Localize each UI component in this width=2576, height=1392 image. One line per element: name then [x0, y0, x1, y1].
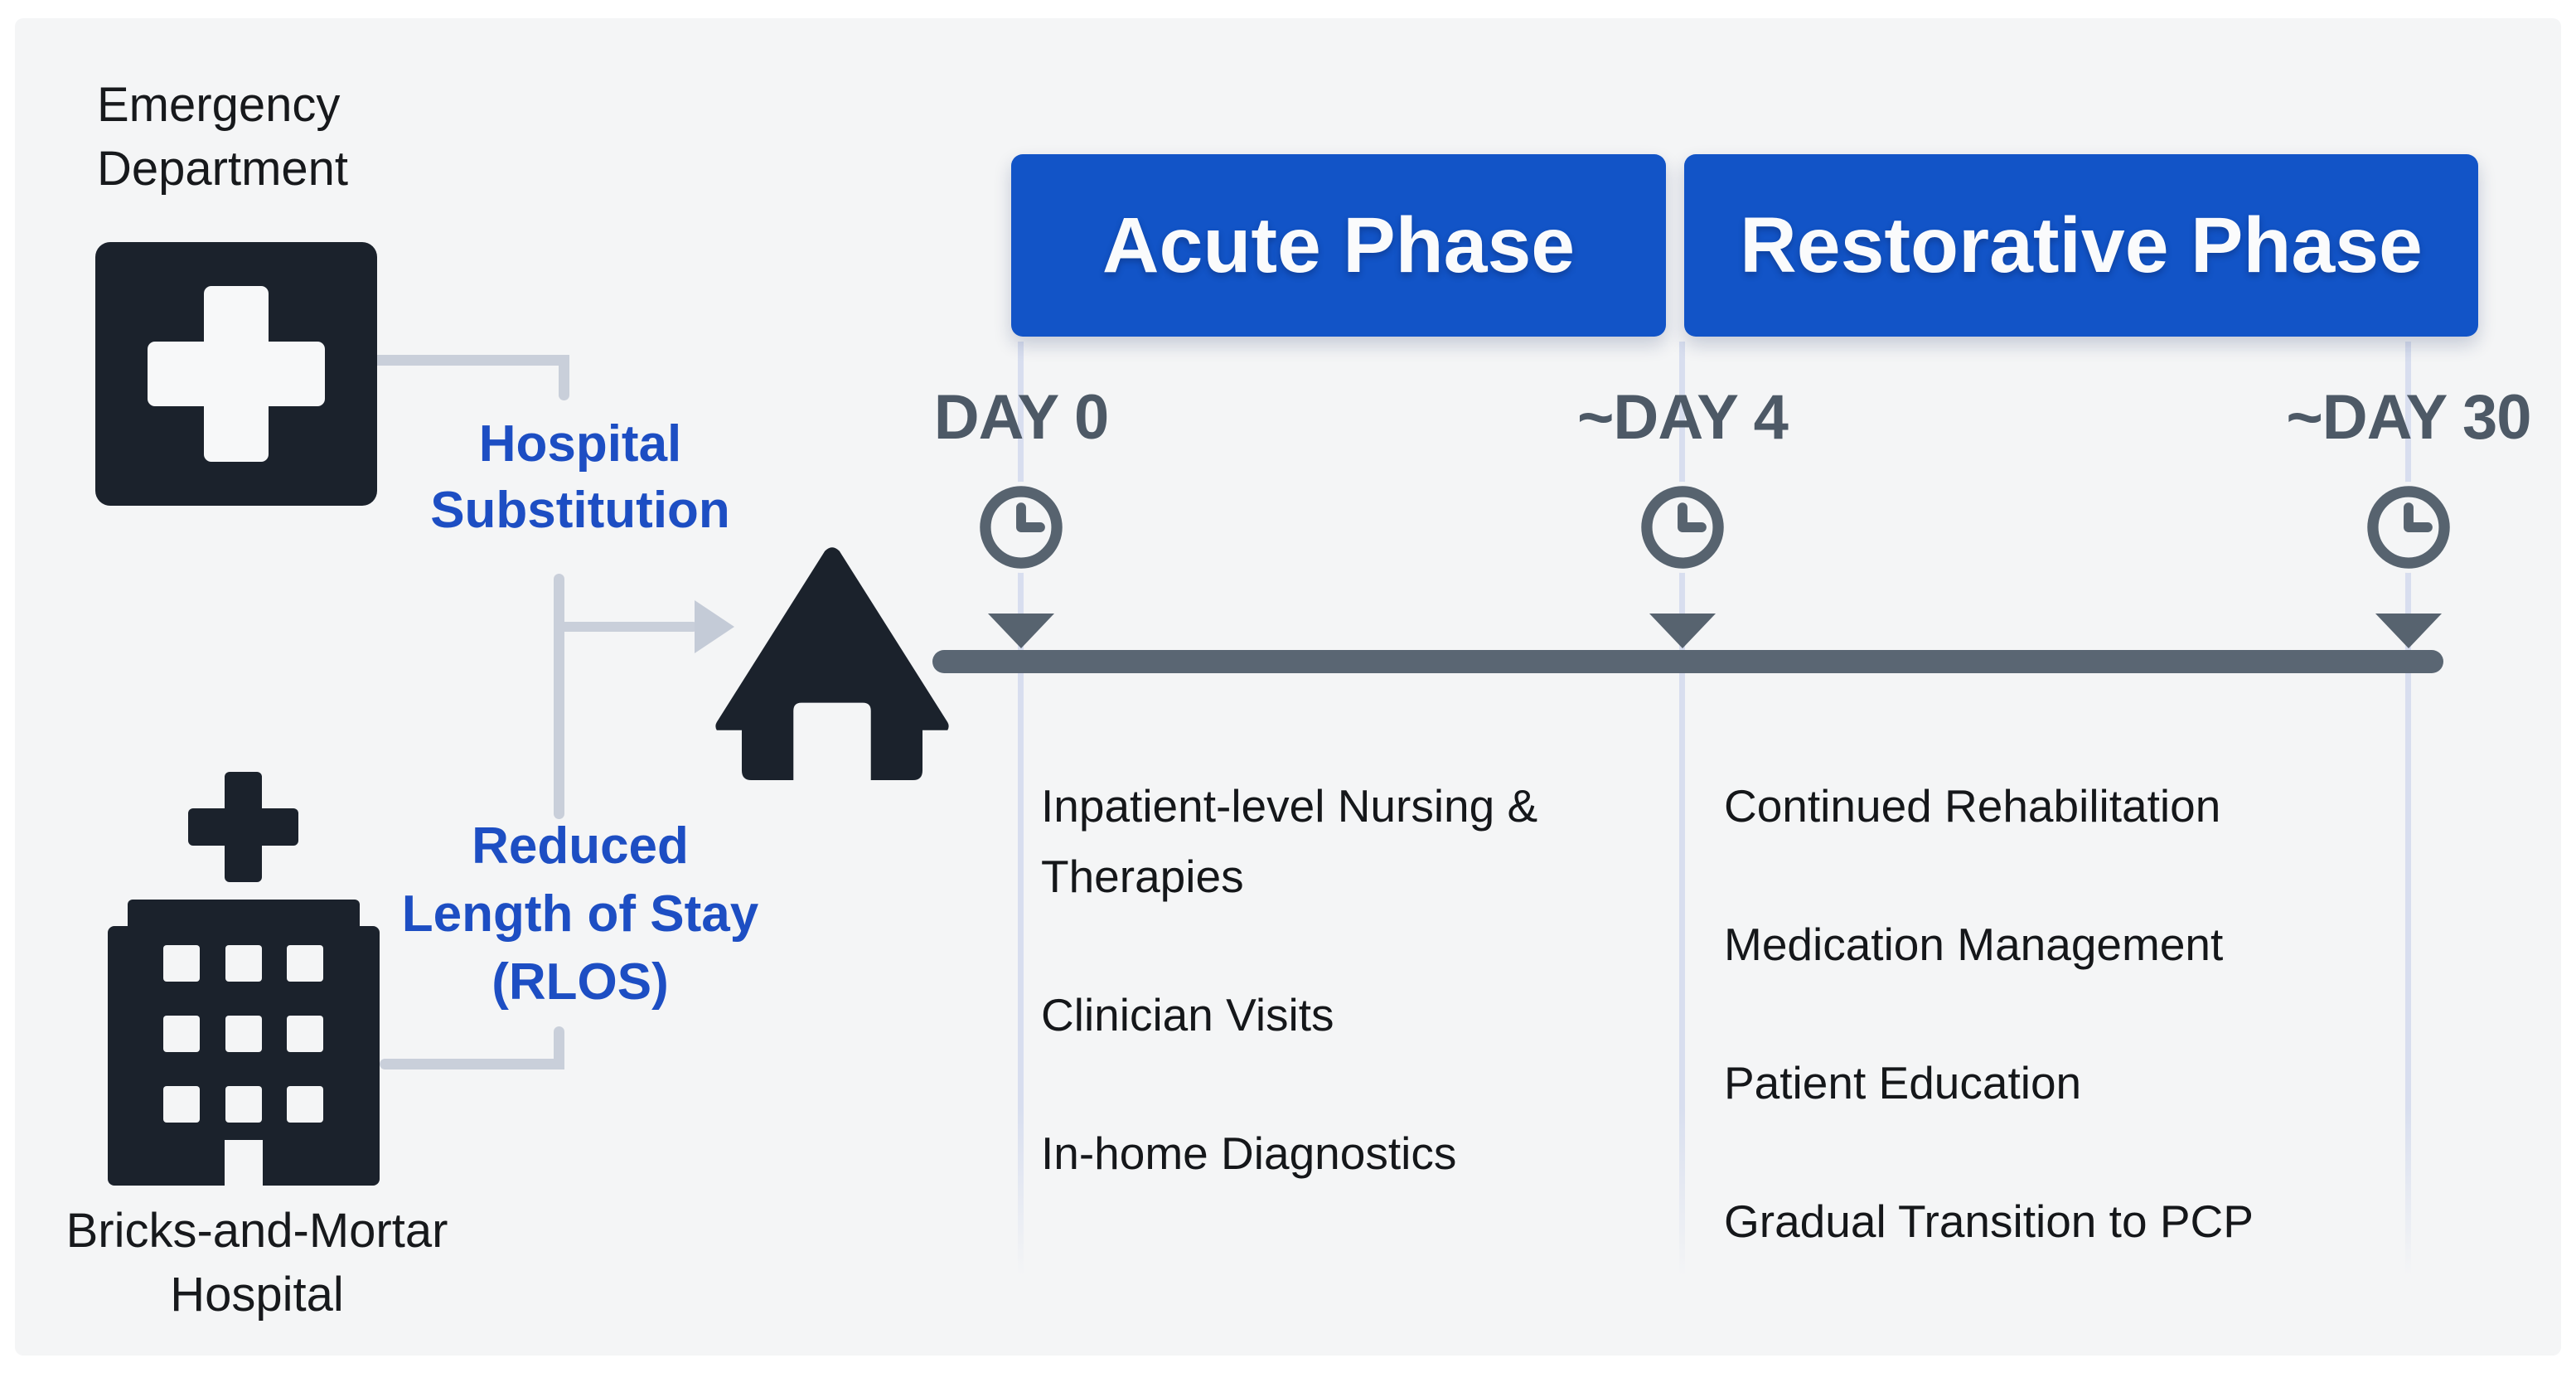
triangle-down-icon: [988, 614, 1054, 648]
hospital-substitution-label: Hospital Substitution: [430, 415, 730, 539]
restorative-phase-title: Restorative Phase: [1740, 201, 2423, 289]
day4-label: ~DAY 4: [1577, 382, 1789, 453]
building-door: [225, 1140, 263, 1186]
acute-phase-list: Inpatient-level Nursing & Therapies Clin…: [1041, 771, 1646, 1257]
medical-cross-icon: [95, 242, 377, 506]
list-item: Inpatient-level Nursing & Therapies: [1041, 780, 1538, 902]
day30-label: ~DAY 30: [2286, 382, 2531, 453]
list-item: Continued Rehabilitation: [1724, 780, 2221, 832]
clock-icon: [976, 482, 1067, 573]
guide-line-day4: [1679, 342, 1685, 1277]
acute-phase-header: Acute Phase: [1011, 154, 1666, 337]
triangle-down-icon: [1649, 614, 1716, 648]
connector-arrow-shaft: [559, 622, 698, 632]
list-item: In-home Diagnostics: [1041, 1128, 1457, 1179]
arrow-right-icon: [695, 600, 734, 653]
triangle-down-icon: [2375, 614, 2442, 648]
connector-ed-horizontal: [377, 355, 569, 366]
acute-phase-title: Acute Phase: [1102, 201, 1576, 289]
timeline-bar: [932, 650, 2443, 673]
list-item: Medication Management: [1724, 919, 2224, 970]
list-item: Patient Education: [1724, 1057, 2082, 1108]
rlos-label: Reduced Length of Stay (RLOS): [401, 817, 759, 1011]
guide-line-day30: [2405, 342, 2411, 1277]
connector-ed-elbow: [559, 355, 569, 400]
guide-line-day0: [1018, 342, 1024, 1277]
list-item: Clinician Visits: [1041, 989, 1334, 1040]
cross-vertical-bar: [204, 286, 269, 462]
day0-label: DAY 0: [933, 382, 1110, 453]
clock-icon: [2363, 482, 2454, 573]
bricks-and-mortar-label: Bricks-and-Mortar Hospital: [65, 1204, 448, 1322]
list-item: Gradual Transition to PCP: [1724, 1196, 2254, 1247]
emergency-department-label: Emergency Department: [97, 78, 349, 196]
hospital-cross-vertical: [225, 772, 262, 882]
restorative-phase-header: Restorative Phase: [1684, 154, 2478, 337]
clock-icon: [1637, 482, 1728, 573]
hospital-building-icon: [108, 900, 380, 1186]
connector-spine-vertical: [554, 574, 564, 819]
home-icon: [711, 536, 953, 786]
connector-building-horizontal: [380, 1059, 564, 1069]
restorative-phase-list: Continued Rehabilitation Medication Mana…: [1724, 771, 2420, 1325]
